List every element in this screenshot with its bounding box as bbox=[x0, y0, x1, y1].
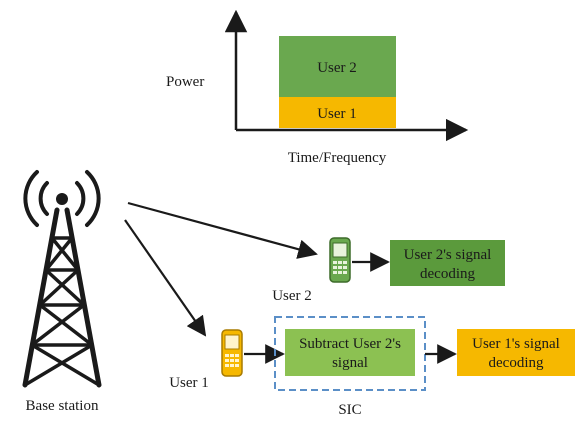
user2-power-layer bbox=[279, 36, 396, 97]
user1-decoding-line2: decoding bbox=[489, 355, 544, 371]
subtract-line2: signal bbox=[332, 355, 368, 371]
signal-wave-left-inner bbox=[38, 181, 49, 216]
user2-phone-icon bbox=[329, 237, 351, 283]
user2-layer-label: User 2 bbox=[317, 60, 357, 76]
sic-label: SIC bbox=[338, 402, 361, 418]
antenna-tip bbox=[56, 193, 68, 205]
user1-phone-icon bbox=[221, 329, 243, 377]
user2-label: User 2 bbox=[272, 288, 312, 304]
user1-power-layer bbox=[279, 97, 396, 128]
user1-decoding-line1: User 1's signal bbox=[472, 336, 560, 352]
subtract-block bbox=[285, 329, 415, 376]
power-chart: User 2 User 1 Power Time/Frequency bbox=[166, 9, 469, 166]
user1-label: User 1 bbox=[169, 375, 209, 391]
signal-wave-right-inner bbox=[75, 181, 86, 216]
user2-decoding-line2: decoding bbox=[420, 266, 475, 282]
arrow-to-user2 bbox=[127, 201, 318, 259]
sic-container bbox=[274, 316, 426, 391]
base-station-tower-icon bbox=[22, 170, 102, 388]
subtract-line1: Subtract User 2's bbox=[299, 336, 401, 352]
time-frequency-axis-label: Time/Frequency bbox=[288, 150, 387, 166]
user1-decoding-block bbox=[457, 329, 575, 376]
signal-wave-left-outer bbox=[23, 170, 39, 227]
signal-wave-right-outer bbox=[85, 170, 101, 227]
base-station-label: Base station bbox=[26, 398, 99, 414]
user2-decoding-line1: User 2's signal bbox=[404, 247, 492, 263]
user2-decoding-block bbox=[390, 240, 505, 286]
arrow-to-user1 bbox=[124, 219, 207, 337]
user1-layer-label: User 1 bbox=[317, 106, 357, 122]
power-axis-label: Power bbox=[166, 74, 204, 90]
